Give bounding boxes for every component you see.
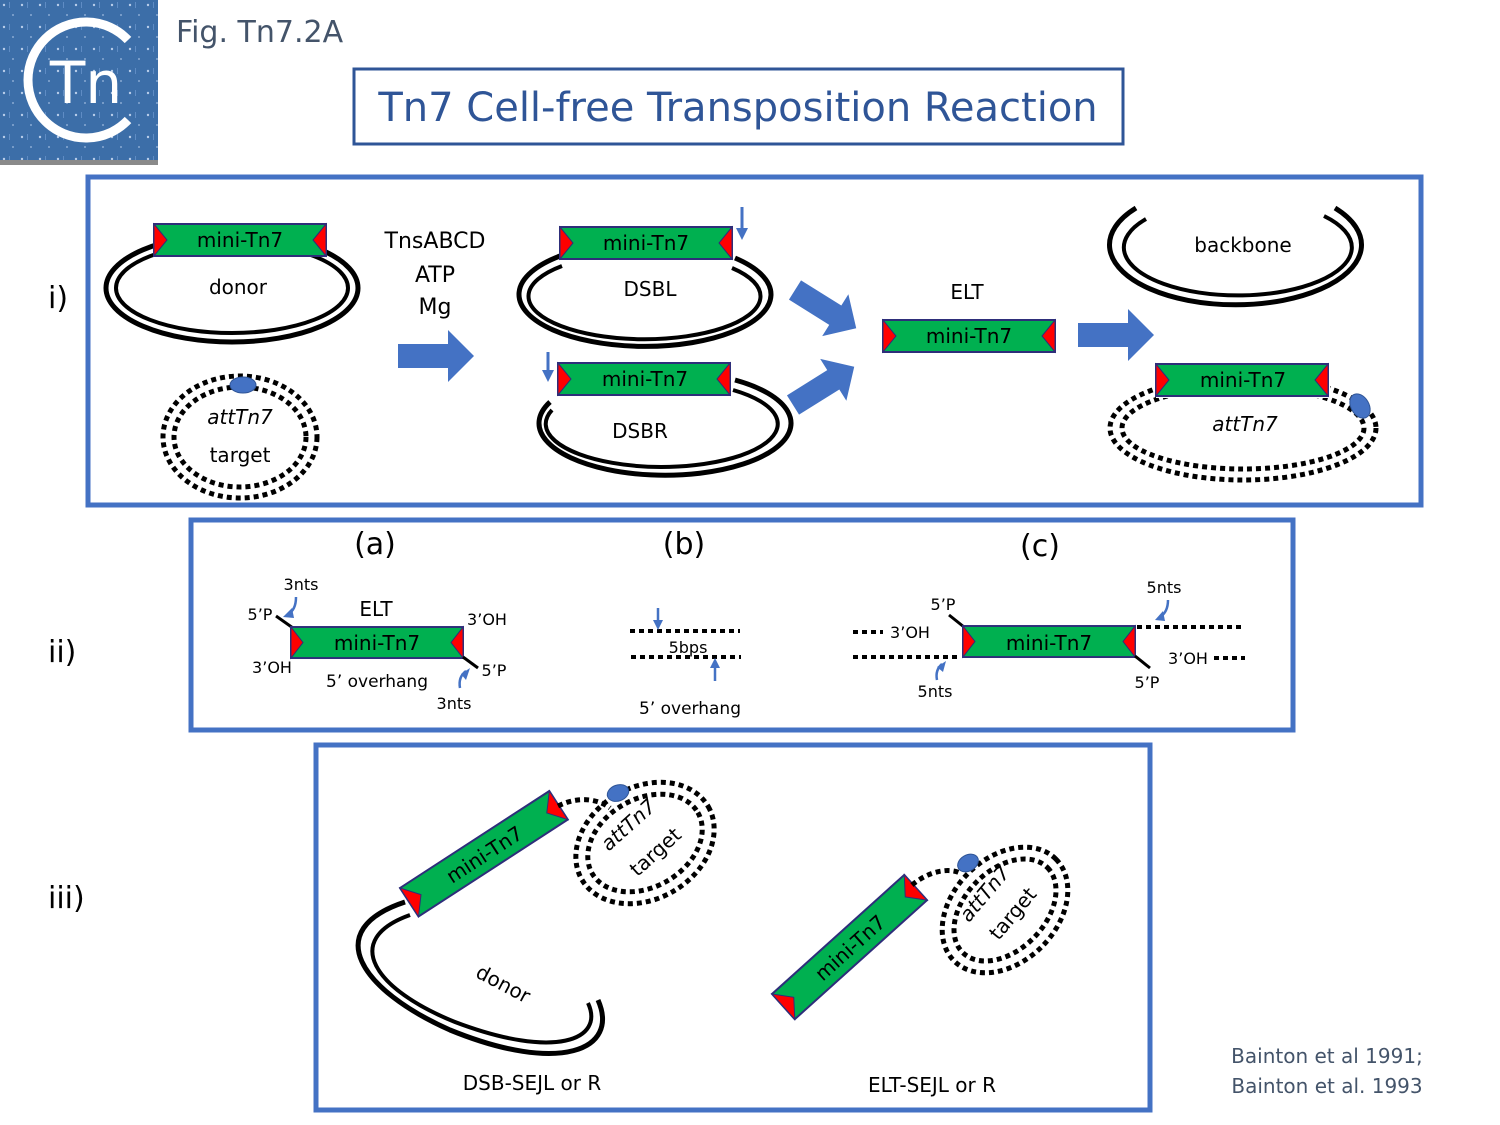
end-label-3oh-left: 3’OH	[890, 623, 930, 642]
nts-label-right: 5nts	[1147, 578, 1182, 597]
arrow-down-right-icon	[781, 269, 870, 350]
panel-i-frame	[85, 174, 1424, 508]
reaction-arrow-icon	[398, 330, 474, 382]
element-label: mini-Tn7	[602, 367, 688, 391]
title-box	[352, 67, 1125, 146]
sub-label-a: (a)	[354, 527, 396, 562]
att-site-label: attTn7	[1212, 412, 1278, 436]
end-label-3oh-right: 3’OH	[467, 610, 507, 629]
att-site-label: attTn7	[207, 405, 273, 429]
sub-label-c: (c)	[1020, 529, 1060, 564]
end-structure-c: (c) 3’OH 5’P mini-Tn7 5nts 3’OH 5’P 5nts	[853, 529, 1245, 701]
element-label: mini-Tn7	[926, 324, 1012, 348]
element-label: mini-Tn7	[197, 228, 283, 252]
element-label: mini-Tn7	[1200, 368, 1286, 392]
nts-label-left: 5nts	[918, 682, 953, 701]
reagent-1: TnsABCD	[384, 229, 486, 254]
citation-line-1: Bainton et al 1991;	[1231, 1044, 1423, 1068]
figure-label: Fig. Tn7.2A	[176, 15, 344, 50]
target-label: target	[210, 443, 271, 467]
dsbr-intermediate: mini-Tn7 DSBR	[536, 352, 794, 478]
citation-line-2: Bainton et al. 1993	[1231, 1074, 1422, 1098]
end-label-3oh-left: 3’OH	[252, 658, 292, 677]
panel-iii-frame	[313, 742, 1153, 1113]
logo: Tn	[0, 0, 158, 165]
dsb-sejl-complex: mini-Tn7 attTn7 target donor DSB-SEJL or…	[355, 779, 717, 1095]
dsbl-label: DSBL	[624, 277, 678, 301]
caption-elt: ELT-SEJL or R	[868, 1073, 996, 1097]
end-label-5p-right: 5’P	[1135, 673, 1160, 692]
bps-label: 5bps	[669, 638, 708, 657]
overhang-label: 5’ overhang	[326, 672, 428, 692]
dsbr-label: DSBR	[612, 419, 668, 443]
reagent-2: ATP	[415, 263, 455, 288]
insertion-product: mini-Tn7 attTn7	[1107, 363, 1379, 483]
element-label: mini-Tn7	[603, 231, 689, 255]
caption-dsb: DSB-SEJL or R	[463, 1071, 602, 1095]
panel-ii-frame	[188, 517, 1296, 733]
att-site-marker	[606, 784, 630, 802]
panel-iii-label: iii)	[48, 881, 85, 916]
product-arrow-icon	[1078, 309, 1154, 361]
end-structure-a: (a) 3nts ELT 5’P mini-Tn7 3’OH 3’OH 5’P …	[248, 527, 507, 713]
sub-label-b: (b)	[663, 527, 705, 562]
elt-label: ELT	[950, 280, 984, 304]
logo-text: Tn	[49, 49, 122, 117]
end-structure-b: (b) 5bps 5’ overhang	[630, 527, 741, 719]
dsbl-intermediate: mini-Tn7 DSBL	[516, 207, 774, 349]
backbone-label: backbone	[1194, 233, 1291, 257]
element-label: mini-Tn7	[334, 631, 420, 655]
nts-label-top: 3nts	[284, 575, 319, 594]
panel-i-label: i)	[48, 281, 68, 316]
donor-label: donor	[472, 960, 535, 1009]
reagent-3: Mg	[419, 295, 452, 320]
page-title: Tn7 Cell-free Transposition Reaction	[377, 85, 1097, 131]
att-site-marker	[229, 376, 257, 394]
elt-sejl-complex: mini-Tn7 attTn7 target ELT-SEJL or R	[770, 844, 1071, 1097]
elt-label: ELT	[359, 597, 393, 621]
nts-label-bottom: 3nts	[437, 694, 472, 713]
overhang-label: 5’ overhang	[639, 699, 741, 719]
end-label-5p-left: 5’P	[931, 595, 956, 614]
att-site-marker	[1349, 393, 1371, 419]
element-label: mini-Tn7	[1006, 631, 1092, 655]
end-label-5p-left: 5’P	[248, 605, 273, 624]
panel-ii-label: ii)	[48, 635, 76, 670]
donor-label: donor	[209, 275, 268, 299]
backbone: backbone	[1107, 205, 1364, 308]
end-label-5p-right: 5’P	[482, 661, 507, 680]
arrow-up-right-icon	[779, 345, 868, 426]
end-label-3oh-right: 3’OH	[1168, 649, 1208, 668]
target-plasmid: attTn7 target	[160, 373, 320, 501]
donor-plasmid: mini-Tn7 donor	[103, 223, 361, 345]
att-site-marker	[957, 853, 979, 873]
